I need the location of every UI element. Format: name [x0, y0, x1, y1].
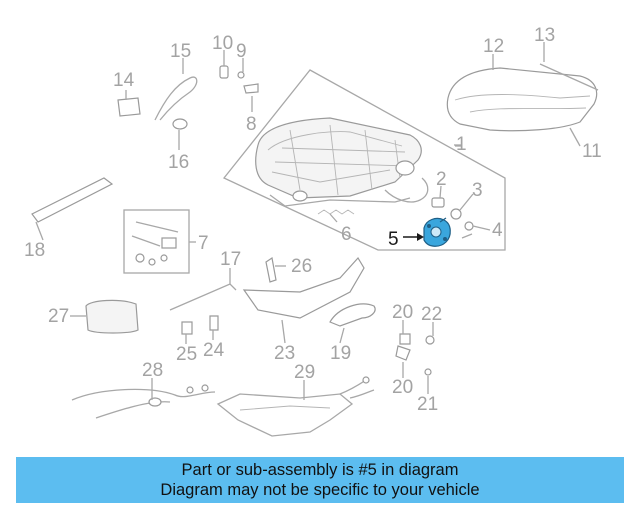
part-24-screw — [209, 315, 219, 331]
callout-28: 28 — [142, 360, 163, 381]
callout-11: 11 — [582, 141, 602, 162]
callout-5: 5 — [388, 229, 399, 250]
callout-22: 22 — [421, 304, 442, 325]
banner-line-disclaimer: Diagram may not be specific to your vehi… — [160, 481, 480, 499]
part-14-bracket — [117, 97, 141, 117]
callout-8: 8 — [246, 114, 257, 135]
callout-21: 21 — [417, 394, 438, 415]
callout-19: 19 — [330, 343, 351, 364]
callout-13: 13 — [534, 25, 555, 46]
callout-9: 9 — [236, 41, 247, 62]
callout-18: 18 — [24, 240, 45, 261]
callout-26: 26 — [291, 256, 312, 277]
part-18-rail-cover — [31, 177, 114, 223]
callout-1: 1 — [456, 134, 467, 155]
part-22-nut — [425, 335, 435, 345]
part-info-banner: Part or sub-assembly is #5 in diagram Di… — [16, 457, 624, 503]
parts-diagram: 1 2 3 4 5 6 7 8 9 10 11 12 13 14 15 16 1… — [24, 25, 602, 437]
leader-lines — [35, 42, 581, 400]
callout-17: 17 — [220, 249, 241, 270]
part-2-bracket — [431, 197, 445, 208]
part-19-trim — [329, 303, 376, 327]
callout-6: 6 — [341, 224, 352, 245]
callout-4: 4 — [492, 220, 503, 241]
callout-2: 2 — [436, 169, 447, 190]
part-20-bolt-b — [395, 345, 411, 361]
part-27-armrest — [85, 299, 139, 334]
callout-27: 27 — [48, 306, 69, 327]
callout-20b: 20 — [392, 377, 413, 398]
part-23-trim — [242, 256, 365, 319]
callout-3: 3 — [472, 180, 483, 201]
banner-line-part: Part or sub-assembly is #5 in diagram — [181, 461, 459, 479]
part-20-bolt-a — [399, 333, 411, 345]
seat-cushion-drawing — [446, 63, 599, 132]
part-10-bolt — [219, 65, 229, 79]
part-4-nut — [464, 221, 474, 231]
part-29-harness-mat — [216, 393, 354, 437]
callout-15: 15 — [170, 41, 191, 62]
seat-frame-panel-outline — [222, 69, 506, 251]
part-26-bolt — [265, 256, 277, 283]
part-7-kit-box — [123, 209, 190, 274]
part-21-clip — [424, 368, 432, 376]
callout-29: 29 — [294, 362, 315, 383]
callout-25: 25 — [176, 344, 197, 365]
part-17-rail — [169, 283, 237, 311]
callout-7: 7 — [198, 233, 209, 254]
part-25-clip — [181, 321, 193, 335]
callout-10: 10 — [212, 33, 233, 54]
part-6-spring — [317, 209, 355, 215]
part-28-harness — [71, 388, 216, 419]
callout-20a: 20 — [392, 302, 413, 323]
part-3-washer — [450, 208, 462, 220]
callout-16: 16 — [168, 152, 189, 173]
part-5-highlighted — [423, 217, 451, 247]
callout-12: 12 — [483, 36, 504, 57]
callout-23: 23 — [274, 343, 295, 364]
part-8-lever — [243, 83, 259, 94]
part-15-cable — [154, 76, 198, 121]
part-16-clip — [172, 118, 188, 130]
part-9-nut — [237, 71, 245, 79]
part-7-kit-contents — [131, 221, 179, 266]
callout-14: 14 — [113, 70, 135, 91]
seat-frame-drawing — [255, 117, 429, 207]
callout-24: 24 — [203, 340, 225, 361]
